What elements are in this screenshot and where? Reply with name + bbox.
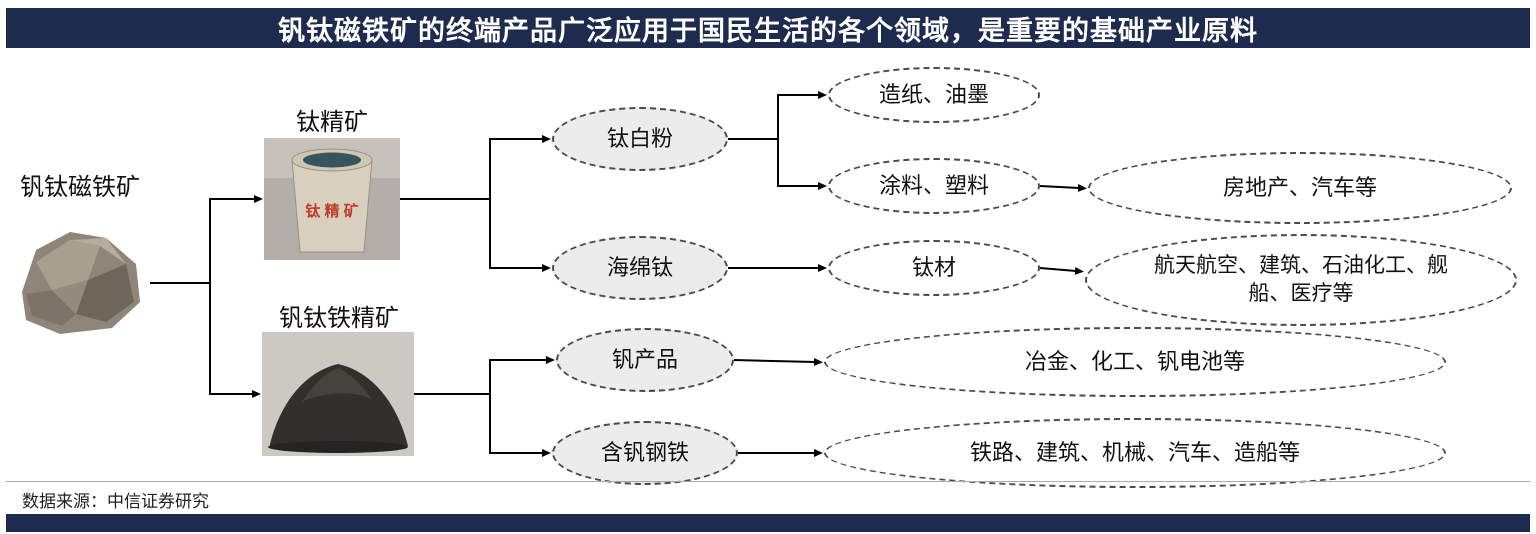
node-label: 钛材 xyxy=(911,255,956,281)
node-ti-material: 钛材 xyxy=(828,240,1040,296)
node-label: 海绵钛 xyxy=(606,255,673,281)
powder-pile-shape xyxy=(270,364,408,446)
banner-title: 钒钛磁铁矿的终端产品广泛应用于国民生活的各个领域，是重要的基础产业原料 xyxy=(278,15,1258,46)
node-metallurgy-etc: 冶金、化工、钒电池等 xyxy=(824,327,1446,397)
node-coating-plastic: 涂料、塑料 xyxy=(828,158,1040,214)
node-paper-ink: 造纸、油墨 xyxy=(828,67,1040,123)
bottom-bar xyxy=(6,514,1530,532)
title-banner: 钒钛磁铁矿的终端产品广泛应用于国民生活的各个领域，是重要的基础产业原料 xyxy=(6,8,1530,48)
node-v-products: 钒产品 xyxy=(556,328,734,392)
node-real-estate-auto: 房地产、汽车等 xyxy=(1088,152,1512,224)
ore-photo xyxy=(8,220,150,346)
node-label: 造纸、油墨 xyxy=(878,82,989,108)
footer-divider xyxy=(6,481,1530,482)
node-railway-etc: 铁路、建筑、机械、汽车、造船等 xyxy=(824,418,1446,488)
node-aerospace-etc: 航天航空、建筑、石油化工、舰船、医疗等 xyxy=(1085,234,1517,326)
node-label: 铁路、建筑、机械、汽车、造船等 xyxy=(969,440,1300,466)
node-label: 钛白粉 xyxy=(606,126,673,152)
label-root: 钒钛磁铁矿 xyxy=(20,174,140,201)
ti-concentrate-photo: 钛 精 矿 xyxy=(264,138,400,260)
node-label: 航天航空、建筑、石油化工、舰船、医疗等 xyxy=(1154,253,1448,305)
bucket-label-text: 钛 精 矿 xyxy=(305,202,358,220)
node-label: 冶金、化工、钒电池等 xyxy=(1024,349,1245,375)
node-v-steel: 含钒钢铁 xyxy=(552,421,738,485)
source-note: 数据来源：中信证券研究 xyxy=(22,492,209,511)
node-ti-sponge: 海绵钛 xyxy=(552,236,728,300)
node-label: 房地产、汽车等 xyxy=(1222,175,1377,201)
vti-concentrate-photo xyxy=(262,332,414,456)
node-label: 涂料、塑料 xyxy=(878,173,989,199)
node-ti-dioxide: 钛白粉 xyxy=(552,107,728,171)
label-vti-concentrate: 钒钛铁精矿 xyxy=(279,305,399,332)
label-ti-concentrate: 钛精矿 xyxy=(296,109,368,136)
node-label: 含钒钢铁 xyxy=(600,440,689,466)
node-label: 钒产品 xyxy=(611,347,678,373)
